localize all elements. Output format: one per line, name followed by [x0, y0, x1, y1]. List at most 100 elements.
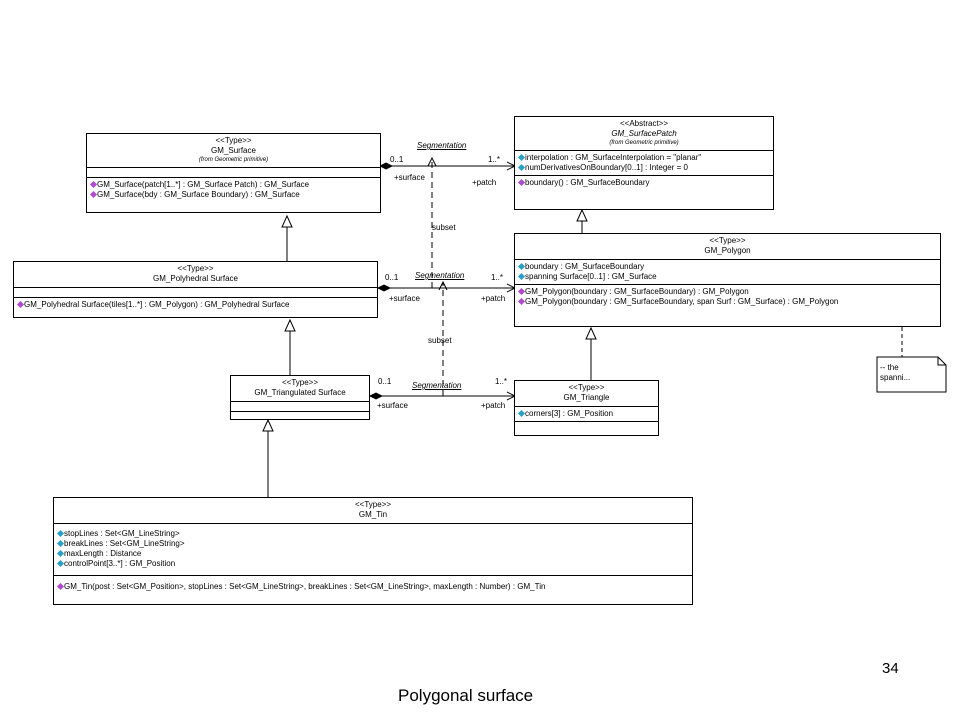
- operation-icon: [517, 179, 526, 187]
- operation-icon: [89, 191, 98, 199]
- role-label: +surface: [394, 173, 425, 182]
- attribute-icon: [517, 410, 526, 418]
- class-gm-polyhedral-surface[interactable]: <<Type>> GM_Polyhedral Surface GM_Polyhe…: [13, 261, 378, 318]
- attribute-icon: [56, 530, 65, 538]
- class-header: <<Type>> GM_Tin: [54, 498, 692, 524]
- assoc-name-label: Segmentation: [412, 381, 462, 390]
- attributes-section: boundary : GM_SurfaceBoundary spanning S…: [515, 260, 940, 285]
- page-number: 34: [882, 660, 899, 677]
- stereotype-label: <<Type>>: [354, 500, 392, 509]
- class-gm-surface-patch[interactable]: <<Abstract>> GM_SurfacePatch (from Geome…: [514, 116, 774, 210]
- attribute-icon: [56, 540, 65, 548]
- attribute-row: controlPoint[3..*] : GM_Position: [56, 559, 688, 569]
- operations-section: [515, 422, 658, 431]
- operation-row: GM_Polygon(boundary : GM_SurfaceBoundary…: [517, 287, 936, 297]
- attribute-row: maxLength : Distance: [56, 549, 688, 559]
- multiplicity-label: 1..*: [488, 155, 501, 164]
- class-header: <<Abstract>> GM_SurfacePatch (from Geome…: [515, 117, 773, 151]
- attributes-section: [231, 402, 369, 412]
- note-text-line: spanni...: [880, 373, 911, 382]
- operation-icon: [517, 288, 526, 296]
- role-label: +patch: [481, 401, 506, 410]
- operations-section: boundary() : GM_SurfaceBoundary: [515, 176, 773, 190]
- attribute-row: numDerivativesOnBoundary[0..1] : Integer…: [517, 163, 769, 173]
- class-name: GM_Polygon: [704, 246, 751, 255]
- operation-icon: [16, 301, 25, 309]
- multiplicity-label: 1..*: [491, 273, 504, 282]
- attribute-icon: [56, 550, 65, 558]
- composition-diamond-3: [368, 392, 384, 400]
- subset-arrowhead-1: [427, 156, 437, 167]
- subset-arrowhead-2: [438, 280, 448, 291]
- stereotype-label: <<Type>>: [568, 383, 605, 392]
- class-header: <<Type>> GM_Triangle: [515, 381, 658, 407]
- package-label: (from Geometric primitive): [198, 157, 269, 163]
- operation-row: GM_Surface(bdy : GM_Surface Boundary) : …: [89, 190, 376, 200]
- attribute-row: boundary : GM_SurfaceBoundary: [517, 262, 936, 272]
- class-name: GM_Surface: [211, 146, 256, 155]
- class-name: GM_Triangulated Surface: [254, 388, 346, 397]
- class-gm-tin[interactable]: <<Type>> GM_Tin stopLines : Set<GM_LineS…: [53, 497, 693, 605]
- note-text-line: -- the: [880, 363, 899, 372]
- class-name: GM_Polyhedral Surface: [153, 274, 238, 283]
- note-shape: [876, 356, 947, 393]
- assoc-name-label: Segmentation: [415, 271, 465, 280]
- class-gm-surface[interactable]: <<Type>> GM_Surface (from Geometric prim…: [86, 133, 381, 213]
- attribute-icon: [517, 263, 526, 271]
- operation-row: GM_Tin(post : Set<GM_Position>, stopLine…: [56, 582, 688, 592]
- class-header: <<Type>> GM_Surface (from Geometric prim…: [87, 134, 380, 168]
- class-name: GM_SurfacePatch: [611, 129, 677, 138]
- stereotype-label: <<Type>>: [709, 236, 746, 245]
- attributes-section: interpolation : GM_SurfaceInterpolation …: [515, 151, 773, 176]
- attribute-row: breakLines : Set<GM_LineString>: [56, 539, 688, 549]
- attribute-icon: [517, 154, 526, 162]
- operation-row: GM_Surface(patch[1..*] : GM_Surface Patc…: [89, 180, 376, 190]
- role-label: +patch: [472, 178, 497, 187]
- attribute-icon: [517, 273, 526, 281]
- stereotype-label: <<Type>>: [177, 264, 214, 273]
- note-box[interactable]: -- the spanni...: [877, 357, 946, 392]
- gen-arrowhead-triangulated: [262, 418, 274, 432]
- gen-arrowhead-polygon: [585, 326, 597, 340]
- package-label: (from Geometric primitive): [609, 140, 679, 146]
- composition-diamond-2: [376, 284, 392, 292]
- multiplicity-label: 1..*: [495, 377, 508, 386]
- operation-icon: [517, 298, 526, 306]
- operations-section: [231, 412, 369, 421]
- gen-arrowhead-polyhedral: [284, 318, 296, 332]
- class-header: <<Type>> GM_Polyhedral Surface: [14, 262, 377, 288]
- class-gm-polygon[interactable]: <<Type>> GM_Polygon boundary : GM_Surfac…: [514, 233, 941, 327]
- class-header: <<Type>> GM_Polygon: [515, 234, 940, 260]
- operation-row: GM_Polygon(boundary : GM_SurfaceBoundary…: [517, 297, 936, 307]
- role-label: +patch: [481, 294, 506, 303]
- class-header: <<Type>> GM_Triangulated Surface: [231, 376, 369, 402]
- attribute-icon: [56, 560, 65, 568]
- gen-arrowhead-surface: [281, 214, 293, 228]
- multiplicity-label: 0..1: [385, 273, 399, 282]
- class-gm-triangle[interactable]: <<Type>> GM_Triangle corners[3] : GM_Pos…: [514, 380, 659, 436]
- attribute-icon: [517, 164, 526, 172]
- operation-row: GM_Polyhedral Surface(tiles[1..*] : GM_P…: [16, 300, 373, 310]
- stereotype-label: <<Type>>: [281, 378, 319, 387]
- attributes-section: stopLines : Set<GM_LineString> breakLine…: [54, 524, 692, 576]
- attribute-row: interpolation : GM_SurfaceInterpolation …: [517, 153, 769, 163]
- slide-caption: Polygonal surface: [398, 686, 534, 705]
- attribute-row: corners[3] : GM_Position: [517, 409, 654, 419]
- stereotype-label: <<Type>>: [215, 136, 252, 145]
- attributes-section: corners[3] : GM_Position: [515, 407, 658, 422]
- stereotype-label: <<Abstract>>: [619, 119, 669, 128]
- operations-section: GM_Polygon(boundary : GM_SurfaceBoundary…: [515, 285, 940, 309]
- multiplicity-label: 0..1: [378, 377, 392, 386]
- attribute-row: stopLines : Set<GM_LineString>: [56, 529, 688, 539]
- role-label: +surface: [377, 401, 408, 410]
- class-gm-triangulated-surface[interactable]: <<Type>> GM_Triangulated Surface: [230, 375, 370, 420]
- attribute-row: spanning Surface[0..1] : GM_Surface: [517, 272, 936, 282]
- attributes-section: [87, 168, 380, 178]
- assoc-name-label: Segmentation: [417, 141, 467, 150]
- class-name: GM_Triangle: [563, 393, 610, 402]
- subset-label: subset: [428, 336, 452, 345]
- operations-section: GM_Tin(post : Set<GM_Position>, stopLine…: [54, 576, 692, 594]
- operation-row: boundary() : GM_SurfaceBoundary: [517, 178, 769, 188]
- attributes-section: [14, 288, 377, 298]
